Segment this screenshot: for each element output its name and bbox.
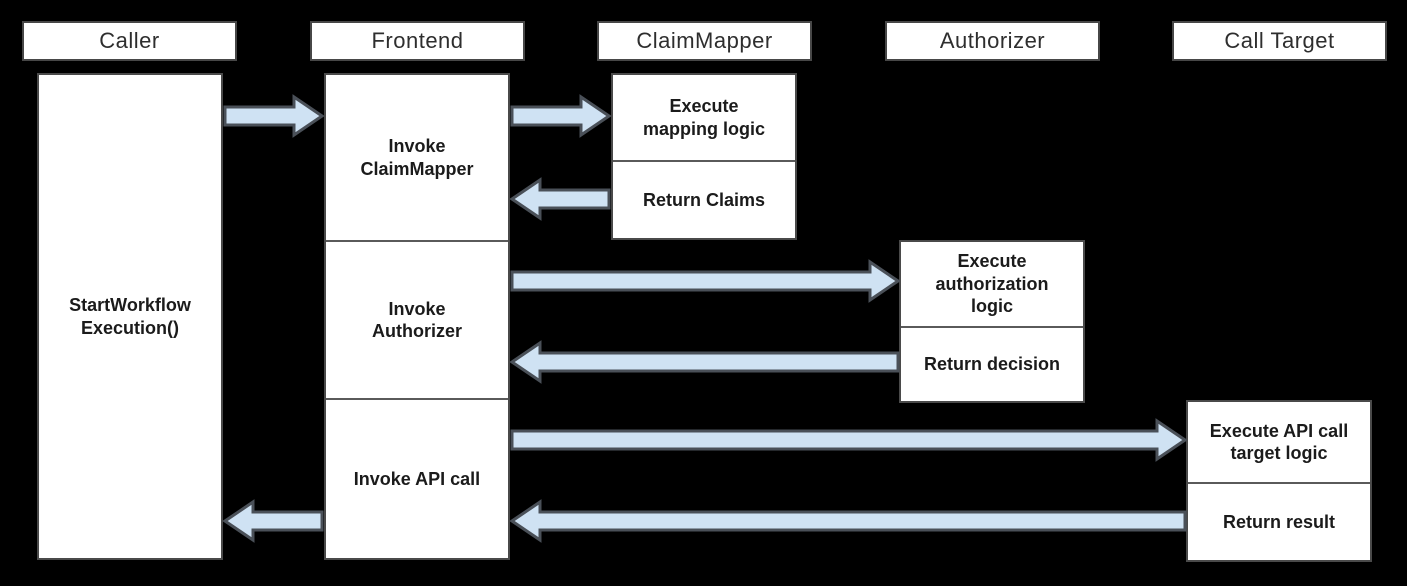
arrow-call-target-return-to-frontend-icon <box>510 499 1187 543</box>
activity-label: Execute API call target logic <box>1209 420 1349 464</box>
activity-return-claims: Return Claims <box>613 160 795 238</box>
arrow-frontend-to-claimmapper-icon <box>510 94 611 138</box>
arrow-caller-to-frontend-icon <box>223 94 324 138</box>
arrow-claimmapper-return-to-frontend-icon <box>510 177 611 221</box>
activity-execute-api-call-target-logic: Execute API call target logic <box>1188 402 1370 482</box>
activity-label: Invoke API call <box>353 468 481 489</box>
activity-label: Invoke ClaimMapper <box>360 136 474 179</box>
activation-box-call-target: Execute API call target logic Return res… <box>1186 400 1372 562</box>
actor-label-frontend: Frontend <box>371 28 464 53</box>
arrow-frontend-return-to-caller-icon <box>223 499 324 543</box>
activity-label: Execute authorization logic <box>935 251 1049 317</box>
actor-label-call-target: Call Target <box>1224 28 1335 53</box>
activation-box-caller: StartWorkflow Execution() <box>37 73 223 560</box>
activation-box-authorizer: Execute authorization logic Return decis… <box>899 240 1085 403</box>
activity-label: Execute mapping logic <box>642 96 765 139</box>
arrow-authorizer-return-to-frontend-icon <box>510 340 900 384</box>
activity-return-decision: Return decision <box>901 326 1083 401</box>
activation-box-frontend: Invoke ClaimMapper Invoke Authorizer Inv… <box>324 73 510 560</box>
activity-label: Return Claims <box>642 189 766 210</box>
activity-invoke-claimmapper: Invoke ClaimMapper <box>326 75 508 240</box>
actor-label-caller: Caller <box>99 28 160 53</box>
actor-header-claimmapper: ClaimMapper <box>597 21 812 61</box>
arrow-frontend-to-call-target-icon <box>510 418 1187 462</box>
activity-invoke-authorizer: Invoke Authorizer <box>326 240 508 398</box>
activity-return-result: Return result <box>1188 482 1370 560</box>
actor-label-authorizer: Authorizer <box>939 28 1046 53</box>
actor-header-frontend: Frontend <box>310 21 525 61</box>
activity-invoke-api-call: Invoke API call <box>326 398 508 558</box>
activity-label: Invoke Authorizer <box>372 298 462 342</box>
actor-header-call-target: Call Target <box>1172 21 1387 61</box>
actor-header-authorizer: Authorizer <box>885 21 1100 61</box>
activity-execute-mapping-logic: Execute mapping logic <box>613 75 795 160</box>
activity-execute-authorization-logic: Execute authorization logic <box>901 242 1083 326</box>
activity-label: StartWorkflow Execution() <box>69 295 191 338</box>
activation-box-claimmapper: Execute mapping logic Return Claims <box>611 73 797 240</box>
activity-label: Return decision <box>923 354 1061 375</box>
activity-label: Return result <box>1222 511 1336 532</box>
actor-header-caller: Caller <box>22 21 237 61</box>
arrow-frontend-to-authorizer-icon <box>510 259 900 303</box>
activity-start-workflow-execution: StartWorkflow Execution() <box>39 75 221 558</box>
actor-label-claimmapper: ClaimMapper <box>636 28 773 53</box>
